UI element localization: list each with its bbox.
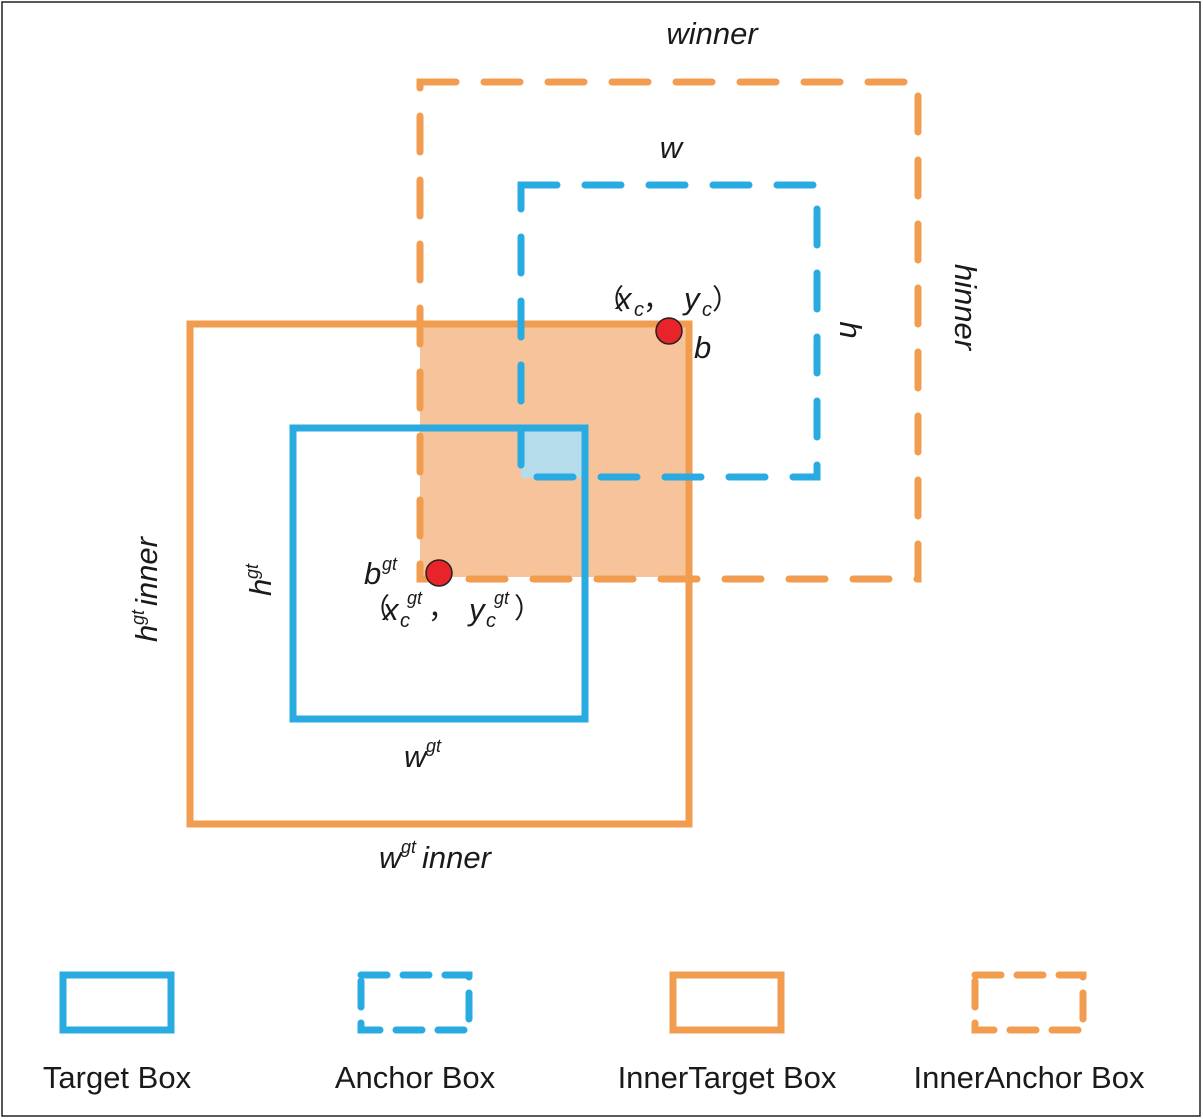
- label-b-gt-sup: gt: [382, 554, 398, 574]
- label-xc: x: [614, 281, 633, 316]
- label-yc-gt: y: [467, 592, 487, 627]
- legend-item-anchor-box: Anchor Box: [335, 971, 496, 1095]
- label-h: h: [833, 321, 868, 338]
- label-h-gt-inner-sup: gt: [128, 609, 148, 625]
- inner-target-box: [186, 320, 693, 828]
- label-w-gt: w gt: [404, 736, 442, 774]
- legend-swatch-anchor-box: [357, 971, 473, 1034]
- legend-label-target-box: Target Box: [43, 1060, 192, 1095]
- label-b: b: [694, 330, 711, 365]
- label-anchor-center-coords: （ x c ， y c ）: [596, 281, 740, 321]
- anchor-center-point: [655, 317, 683, 345]
- label-w-gt-base: w: [404, 739, 429, 774]
- label-xc-gt: x: [381, 592, 400, 627]
- label-target-center-coords: （ x c gt ， y c gt ）: [362, 588, 542, 632]
- label-yc: y: [682, 281, 702, 316]
- label-h-gt: h gt: [242, 563, 278, 596]
- label-hinner: hinner: [948, 264, 983, 352]
- paren-open: （: [362, 593, 390, 624]
- legend-label-inner-target-box: InnerTarget Box: [618, 1060, 837, 1095]
- anchor-box: [517, 181, 821, 481]
- label-yc-gt-sub: c: [486, 610, 496, 632]
- legend-swatch-target-box: [59, 971, 175, 1034]
- legend-label-anchor-box: Anchor Box: [335, 1060, 496, 1095]
- label-yc-gt-sup: gt: [494, 588, 510, 608]
- comma: ，: [643, 284, 671, 315]
- label-yc-sub: c: [702, 299, 712, 321]
- label-h-gt-base: h: [243, 579, 278, 596]
- target-anchor-overlap-region: [521, 429, 584, 478]
- paren-close: ）: [712, 284, 740, 315]
- legend-item-inner-target-box: InnerTarget Box: [618, 971, 837, 1095]
- label-w-gt-inner-sup: gt: [401, 837, 417, 857]
- label-b-gt: b gt: [364, 554, 398, 591]
- paren-close: ）: [514, 593, 542, 624]
- label-h-gt-inner-suffix: inner: [129, 535, 164, 606]
- legend-item-target-box: Target Box: [43, 971, 192, 1095]
- inner-anchor-box: [416, 78, 922, 583]
- label-w: w: [660, 130, 685, 165]
- comma: ，: [428, 593, 456, 624]
- paren-open: （: [596, 284, 624, 315]
- legend-swatch-inner-target-box: [669, 971, 785, 1034]
- label-xc-gt-sup: gt: [407, 588, 423, 608]
- label-b-gt-base: b: [364, 556, 381, 591]
- target-center-point: [425, 559, 453, 587]
- legend-label-inner-anchor-box: InnerAnchor Box: [914, 1060, 1145, 1095]
- target-box: [289, 424, 589, 723]
- label-h-gt-sup: gt: [242, 563, 262, 579]
- label-h-gt-inner-base: h: [129, 625, 164, 642]
- label-w-gt-sup: gt: [426, 736, 442, 756]
- label-winner: winner: [666, 16, 759, 51]
- label-w-gt-inner-base: w: [379, 840, 404, 875]
- label-xc-sub: c: [634, 299, 644, 321]
- label-w-gt-inner-suffix: inner: [422, 840, 493, 875]
- legend-swatch-inner-anchor-box: [971, 971, 1087, 1034]
- legend-item-inner-anchor-box: InnerAnchor Box: [914, 971, 1145, 1095]
- legend: Target Box Anchor Box InnerTarget Box In…: [43, 971, 1145, 1095]
- label-w-gt-inner: w gt inner: [379, 837, 493, 875]
- label-xc-gt-sub: c: [400, 610, 410, 632]
- label-h-gt-inner: h gt inner: [128, 535, 164, 642]
